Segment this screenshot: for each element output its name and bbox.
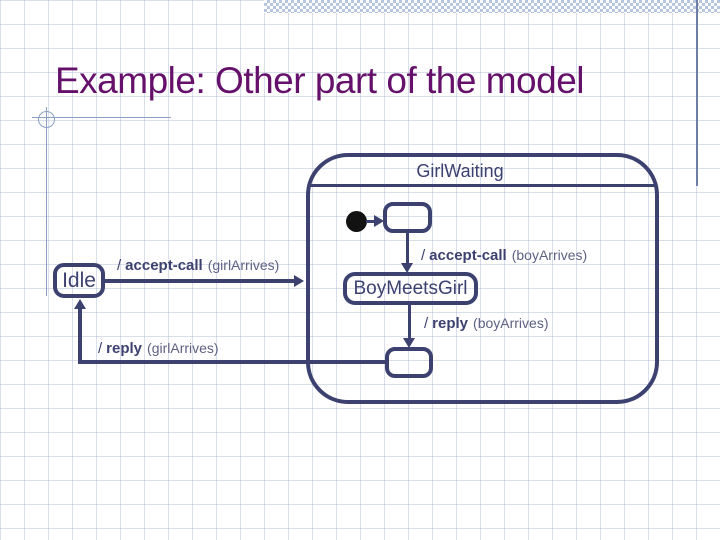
right-edge-rule <box>696 0 698 186</box>
slide-title: Example: Other part of the model <box>55 60 585 101</box>
initial-transition-line <box>366 220 376 223</box>
label-action: accept-call <box>429 247 507 264</box>
transition-line-accept-call-boy <box>406 233 409 264</box>
arrowhead-down-icon <box>403 338 415 348</box>
composite-state-label: GirlWaiting <box>416 161 504 181</box>
label-guard: (girlArrives) <box>207 257 280 273</box>
arrowhead-right-icon <box>294 275 304 287</box>
transition-line-reply-boy <box>408 305 411 339</box>
arrowhead-up-icon <box>74 299 86 309</box>
transition-line-accept-call-girl <box>105 279 296 283</box>
state-anonymous-bottom <box>385 347 433 378</box>
state-label-boy-meets-girl: BoyMeetsGirl <box>353 277 468 299</box>
arrowhead-right-icon <box>374 215 384 227</box>
label-action: reply <box>432 315 469 332</box>
decorative-vertical-line <box>46 107 47 296</box>
decorative-circle-icon <box>38 111 55 128</box>
transition-label-accept-call-girl: /accept-call(girlArrives) <box>117 257 279 274</box>
transition-line-reply-girl-vertical <box>78 309 82 364</box>
label-slash: / <box>421 247 426 264</box>
label-guard: (boyArrives) <box>511 247 588 263</box>
transition-label-reply-boy: /reply(boyArrives) <box>424 315 549 332</box>
composite-state-girlwaiting: GirlWaiting <box>306 153 659 404</box>
state-idle: Idle <box>53 263 105 298</box>
label-action: reply <box>106 340 143 357</box>
label-action: accept-call <box>125 257 203 274</box>
initial-state-icon <box>346 211 367 232</box>
label-guard: (girlArrives) <box>147 340 219 356</box>
label-guard: (boyArrives) <box>473 315 549 331</box>
transition-label-reply-girl: /reply(girlArrives) <box>98 340 219 357</box>
state-boy-meets-girl: BoyMeetsGirl <box>343 272 478 305</box>
checkered-band <box>264 0 720 13</box>
transition-label-accept-call-boy: /accept-call(boyArrives) <box>421 247 587 264</box>
arrowhead-down-icon <box>401 263 413 273</box>
state-anonymous-top <box>383 202 432 233</box>
state-label-idle: Idle <box>62 268 96 292</box>
state-name-divider <box>309 184 656 187</box>
label-slash: / <box>424 315 429 332</box>
label-slash: / <box>117 257 122 274</box>
title-underline <box>32 117 171 118</box>
transition-line-reply-girl-horizontal <box>80 360 385 364</box>
label-slash: / <box>98 340 103 357</box>
